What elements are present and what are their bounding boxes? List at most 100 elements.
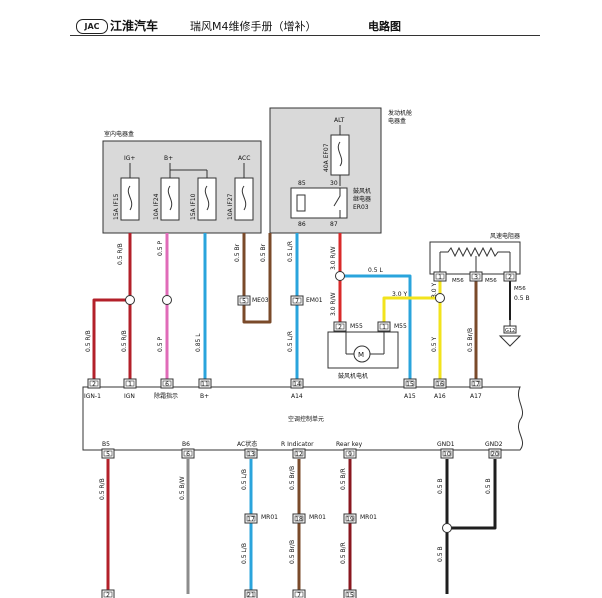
pin-b13-inner — [246, 450, 256, 457]
engine-box-label-2: 电器盒 — [388, 117, 406, 125]
pin-b5-inner — [103, 450, 113, 457]
fuse-if27: 10A IF27 — [227, 177, 254, 221]
conn-mr01c-label: MR01 — [360, 514, 377, 521]
wl-2: 0.5 R/B — [85, 330, 92, 352]
wl-9: 0.5 L/R — [287, 241, 294, 262]
svg-text:10A IF24: 10A IF24 — [153, 193, 160, 220]
bl-6: 0.5 Br/B — [289, 540, 296, 564]
conn-mr01-19-inner — [345, 515, 355, 522]
brand-name: 江淮汽车 — [110, 19, 159, 33]
blower-motor-label: 鼓风机电机 — [338, 372, 368, 380]
conn-m56a-label: M56 — [452, 278, 464, 284]
conn-m55b-inner — [379, 323, 389, 330]
relay-pin-85: 85 — [298, 180, 306, 187]
pin-t17-inner — [471, 380, 481, 387]
pin-t2: 2 — [92, 381, 96, 388]
pin-b9: 9 — [348, 451, 352, 458]
relay-switch — [333, 188, 341, 218]
pin-b10: 10 — [443, 451, 451, 458]
wl-10: 0.5 L/R — [287, 331, 294, 352]
svg-text:G12: G12 — [505, 328, 515, 334]
wl-14: 3.0 Y — [392, 291, 407, 298]
pin-e15-inner — [345, 591, 355, 598]
resistor-zigzag — [440, 246, 510, 258]
pin-b12: 12 — [295, 451, 303, 458]
pin-e2: 2 — [106, 592, 110, 598]
pin-b10-inner — [442, 450, 452, 457]
ac-control-unit-label: 空调控制单元 — [288, 415, 324, 423]
pin-b13: 13 — [247, 451, 255, 458]
relay-name-3: ER03 — [353, 204, 369, 211]
splice-defrost — [162, 295, 172, 305]
wl-13: 0.5 L — [368, 267, 383, 274]
pin-t14: 14 — [293, 381, 301, 388]
conn-em01-inner — [292, 297, 302, 304]
wire-blue-a15 — [340, 274, 412, 380]
wl-15: 3.0 Y — [431, 283, 438, 298]
svg-text:15A IF15: 15A IF15 — [113, 193, 120, 220]
header-rule — [70, 35, 540, 36]
pin-t11: 11 — [201, 381, 209, 388]
wl-7: 0.5 Br — [234, 243, 241, 262]
rail-bplus: B+ — [164, 155, 173, 162]
tl-a14: A14 — [291, 393, 303, 400]
jac-logo: JAC — [76, 19, 108, 34]
rail-acc: ACC — [238, 155, 250, 162]
fuse-if10: 15A IF10 — [190, 177, 217, 221]
conn-r3: 3 — [474, 274, 478, 281]
pin-t1: 1 — [128, 381, 132, 388]
conn-mr01a-label: MR01 — [261, 514, 278, 521]
pin-t16-inner — [435, 380, 445, 387]
pin-e15: 15 — [346, 592, 354, 598]
svg-text:10A IF27: 10A IF27 — [227, 193, 234, 220]
wl-3: 0.5 R/B — [121, 330, 128, 352]
bl-4: 0.5 L/B — [241, 543, 248, 564]
pin-b9-inner — [345, 450, 355, 457]
pin-t11-inner — [200, 380, 210, 387]
conn-me03-label: ME03 — [252, 297, 269, 304]
interior-fuse-box-label: 室内电器盒 — [104, 130, 134, 138]
alt-label: ALT — [334, 117, 345, 124]
pin-t15-inner — [405, 380, 415, 387]
wl-6: 0.85 L — [195, 333, 202, 352]
conn-mr01-19: 19 — [346, 516, 354, 523]
relay-coil — [296, 194, 306, 212]
ac-control-unit — [82, 386, 524, 451]
rail-igplus: IG+ — [124, 155, 135, 162]
wire-brown-loop — [242, 233, 272, 324]
conn-m55b: 1 — [382, 324, 386, 331]
wl-12: 3.0 R/W — [330, 292, 337, 316]
pin-e7-inner — [294, 591, 304, 598]
wire-ign1 — [92, 298, 130, 380]
conn-r3-inner — [471, 273, 481, 280]
tl-ign1: IGN-1 — [84, 393, 101, 400]
conn-me03-inner — [239, 297, 249, 304]
relay-name-1: 鼓风机 — [353, 187, 371, 195]
relay-pin-87: 87 — [330, 221, 338, 228]
bl-10: 0.5 B — [485, 478, 492, 494]
wl-16: 0.5 Y — [431, 337, 438, 352]
pin-t17: 17 — [472, 381, 480, 388]
conn-mr01-17-inner — [246, 515, 256, 522]
tl-a17: A17 — [470, 393, 482, 400]
wl-11: 3.0 R/W — [330, 246, 337, 270]
pin-e21: 21 — [247, 592, 255, 598]
conn-m55a-label: M55 — [350, 323, 363, 330]
bl-1: 0.5 R/B — [99, 478, 106, 500]
relay-name-2: 继电器 — [353, 195, 371, 203]
conn-mr01-17: 17 — [247, 516, 255, 523]
wl-8: 0.5 Br — [260, 243, 267, 262]
bl-9: 0.5 B — [437, 478, 444, 494]
pin-b6: 6 — [186, 451, 190, 458]
wl-4: 0.5 P — [157, 241, 164, 256]
pin-t1-inner — [125, 380, 135, 387]
manual-title: 瑞风M4维修手册（增补） — [190, 20, 317, 33]
pin-t6: 6 — [165, 381, 169, 388]
conn-m55b-label: M55 — [394, 323, 407, 330]
splice-gnd — [442, 523, 452, 533]
conn-m56b-label: M56 — [485, 278, 497, 284]
pin-b12-inner — [294, 450, 304, 457]
conn-m55a-inner — [335, 323, 345, 330]
